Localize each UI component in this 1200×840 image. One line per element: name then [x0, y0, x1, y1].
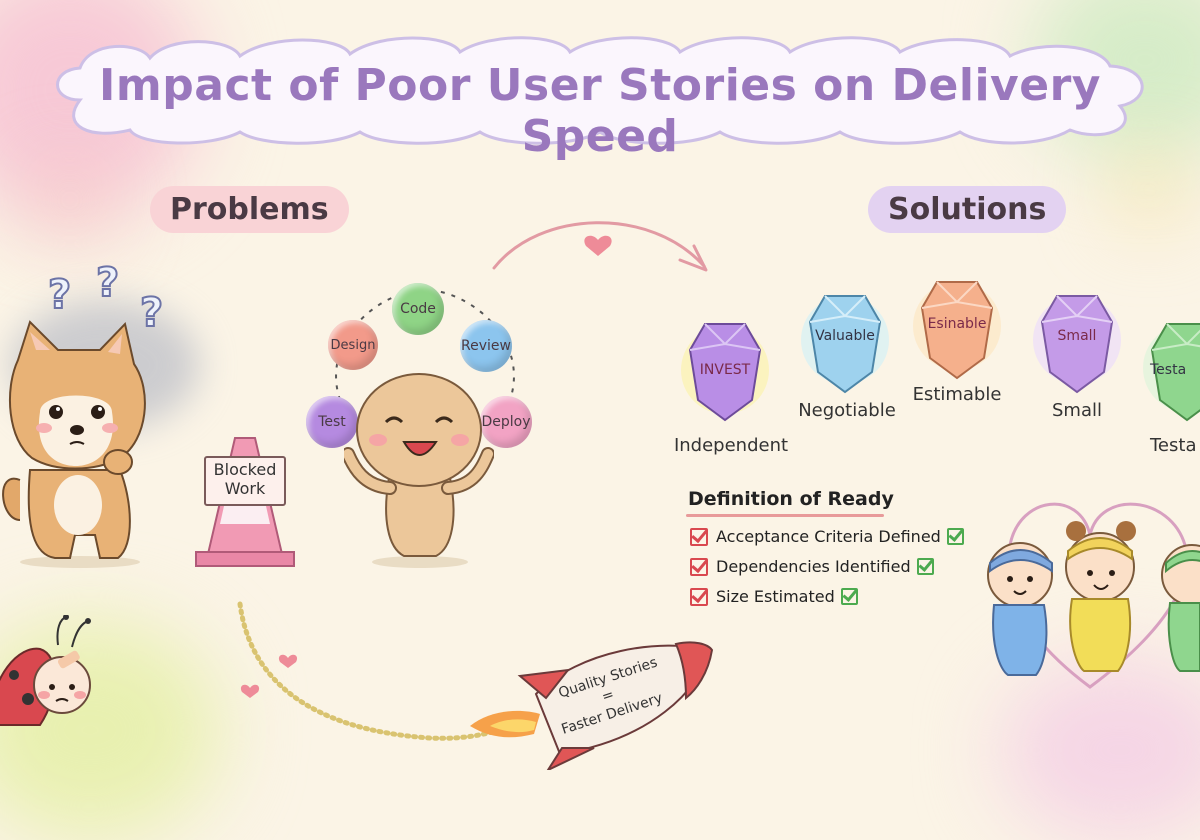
blocked-sign-line1: Blocked	[213, 460, 277, 479]
gem-small-inner: Small	[1057, 328, 1097, 344]
heart-icon	[584, 235, 612, 256]
title-cloud: Impact of Poor User Stories on Delivery …	[40, 30, 1160, 162]
blocked-sign-line2: Work	[224, 479, 266, 498]
dor-item-label: Dependencies Identified	[716, 557, 911, 576]
solutions-label: Solutions	[868, 186, 1067, 233]
checkbox-checked-icon	[690, 587, 708, 606]
gem-label-independent: Independent	[673, 435, 789, 456]
dor-item: Acceptance Criteria Defined	[690, 527, 964, 546]
dor-underline	[686, 514, 884, 517]
happy-team-illustration	[987, 502, 1200, 689]
question-mark-icon: ?	[95, 259, 120, 307]
page-title: Impact of Poor User Stories on Delivery …	[99, 60, 1101, 162]
gem-valuable-inner: Valuable	[815, 328, 875, 344]
gem-invest-icon	[681, 323, 769, 422]
green-check-icon	[946, 528, 964, 545]
gem-label-estimable: Estimable	[912, 384, 1002, 405]
dor-item-label: Size Estimated	[716, 587, 835, 606]
ladybug-illustration	[0, 615, 91, 726]
ball-review: Review	[460, 320, 512, 372]
ball-deploy: Deploy	[480, 396, 532, 448]
gem-label-testable: Testa	[1150, 435, 1197, 456]
dor-item: Dependencies Identified	[690, 557, 934, 576]
bg-blob-gold	[1120, 160, 1180, 220]
ball-design: Design	[328, 320, 378, 370]
checkbox-checked-icon	[690, 527, 708, 546]
gem-testable-inner: Testa	[1150, 362, 1187, 378]
dor-item-label: Acceptance Criteria Defined	[716, 527, 941, 546]
gem-label-negotiable: Negotiable	[798, 400, 896, 421]
transition-arrow	[492, 221, 708, 272]
gem-estimable-icon	[913, 281, 1001, 380]
bg-blob-rose	[40, 170, 100, 230]
gem-label-small: Small	[1052, 400, 1102, 421]
gem-estimable-inner: Esinable	[927, 316, 987, 332]
rocket-illustration	[470, 641, 714, 770]
checkbox-checked-icon	[690, 557, 708, 576]
gem-invest-inner: INVEST	[699, 362, 751, 378]
problems-label: Problems	[150, 186, 349, 233]
gem-small-icon	[1033, 295, 1121, 394]
heart-icon	[278, 654, 298, 668]
dor-item: Size Estimated	[690, 587, 858, 606]
heart-icon	[240, 684, 260, 698]
confused-dog-illustration	[2, 320, 146, 568]
gem-valuable-icon	[801, 295, 889, 394]
blocked-work-sign	[204, 456, 286, 506]
definition-of-ready-title: Definition of Ready	[688, 488, 894, 510]
question-mark-icon: ?	[47, 271, 72, 319]
green-check-icon	[840, 588, 858, 605]
cloud-shape	[56, 36, 1144, 145]
question-mark-icon: ?	[139, 289, 164, 337]
ball-test: Test	[306, 396, 358, 448]
ball-code: Code	[392, 283, 444, 335]
gem-testable-icon	[1143, 323, 1200, 422]
green-check-icon	[916, 558, 934, 575]
juggler-character	[344, 373, 494, 568]
